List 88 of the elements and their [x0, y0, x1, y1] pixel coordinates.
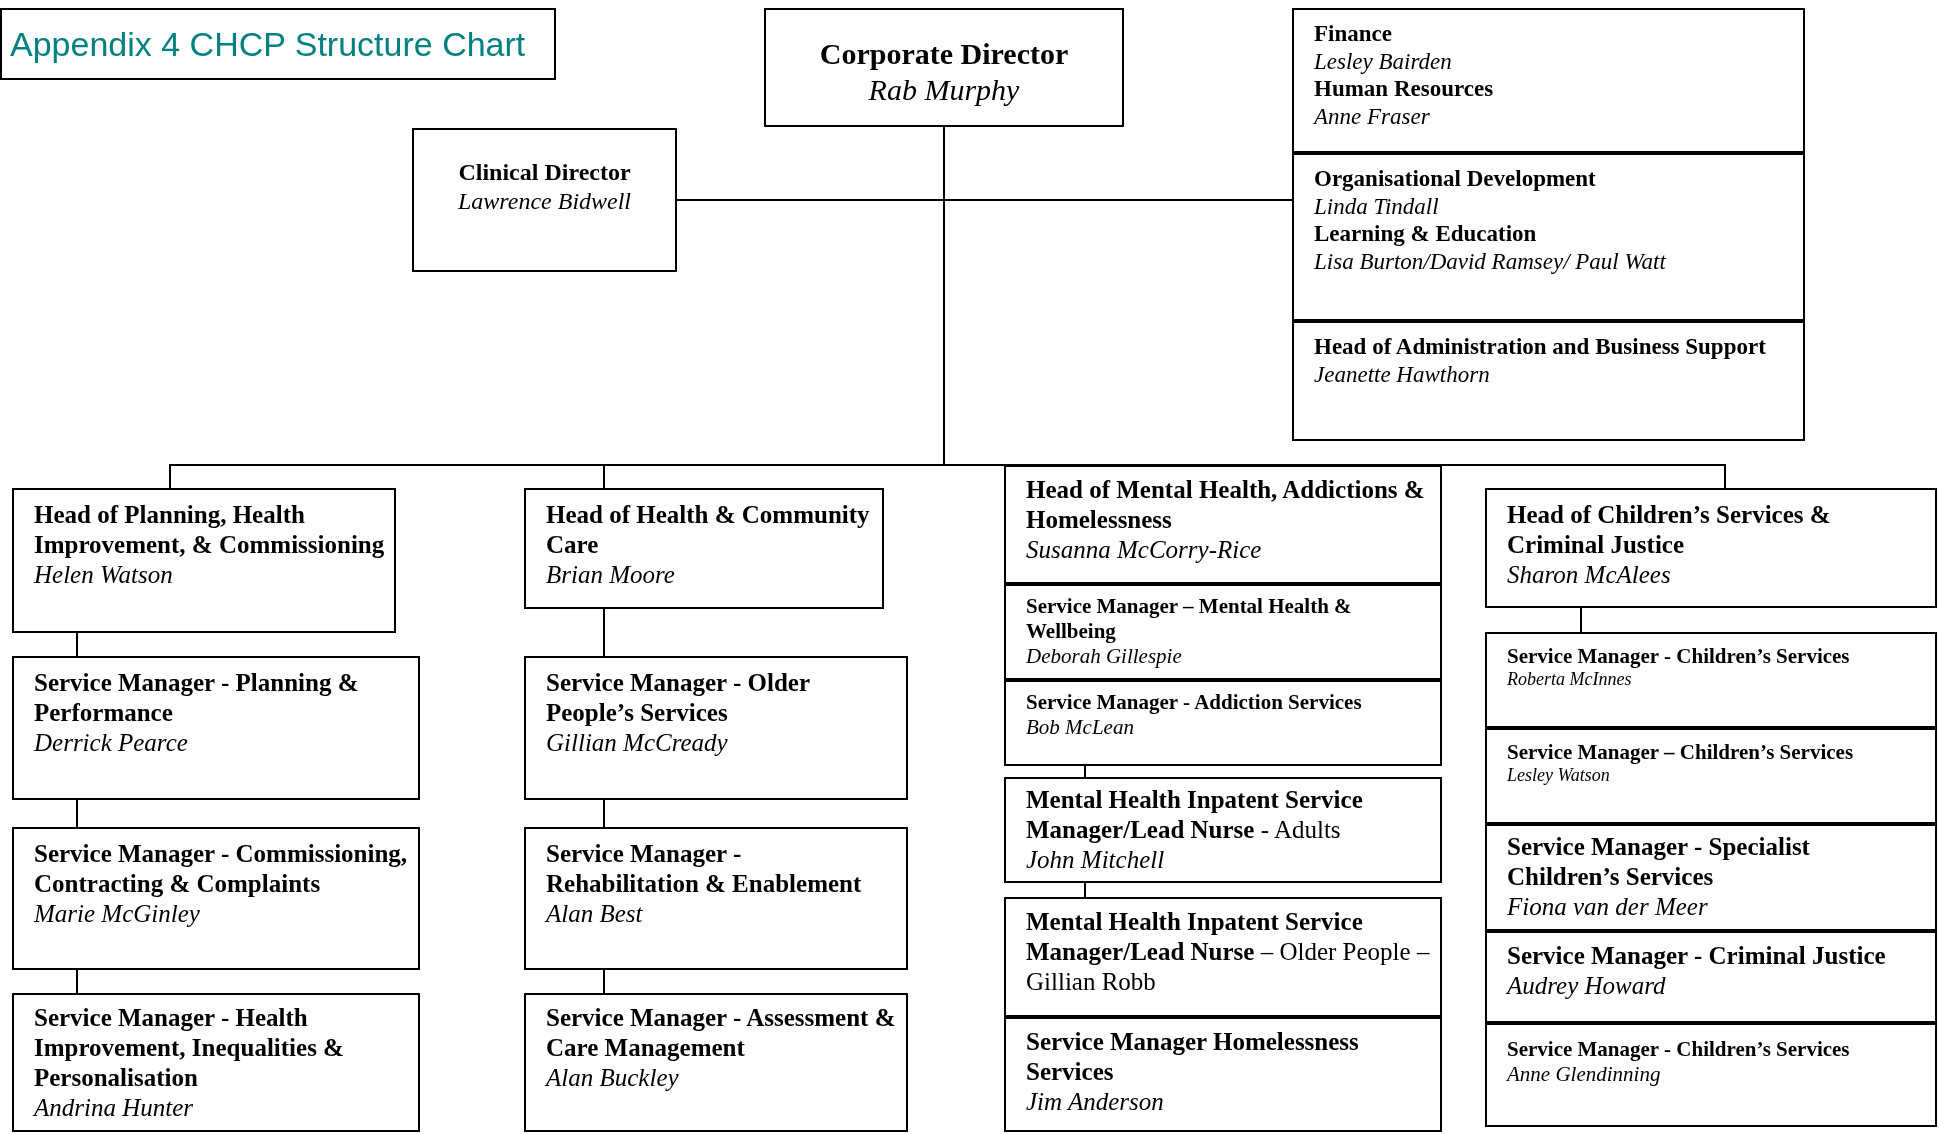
role-box — [764, 8, 1124, 127]
role-box — [1485, 632, 1937, 728]
connector-line — [603, 969, 605, 994]
role-box — [1004, 680, 1442, 766]
role-title: Organisational Development — [1314, 165, 1597, 193]
person-name: Sharon McAlees — [1507, 560, 1672, 590]
role-title: Service Manager - Assessment & Care Management — [546, 1003, 897, 1063]
role-box — [1004, 1017, 1442, 1132]
role-box — [524, 488, 884, 609]
person-name: Bob McLean — [1026, 715, 1135, 741]
role-title: Service Manager - Commissioning, Contracting & Complaints — [34, 839, 409, 899]
person-name: Jim Anderson — [1026, 1087, 1165, 1117]
chart-title: Appendix 4 CHCP Structure Chart — [10, 23, 526, 65]
role-title: Head of Children’s Services & Criminal Justice — [1507, 500, 1832, 560]
person-name: Fiona van der Meer — [1507, 892, 1709, 922]
role-title: Head of Mental Health, Addictions & Homelessness — [1026, 475, 1426, 535]
person-name: Alan Best — [546, 899, 644, 929]
role-box — [12, 488, 396, 633]
person-name: Audrey Howard — [1507, 971, 1667, 1001]
role-box — [1004, 584, 1442, 680]
connector-line — [1580, 607, 1582, 633]
role-box — [12, 656, 420, 800]
person-name: Lesley Bairden — [1314, 47, 1453, 76]
person-name: Marie McGinley — [34, 899, 201, 929]
role-box — [1485, 728, 1937, 824]
role-title: Corporate Director — [818, 36, 1070, 72]
person-name: Helen Watson — [34, 560, 174, 590]
connector-line — [603, 799, 605, 828]
role-title: Head of Health & Community Care — [546, 500, 871, 560]
role-box — [1292, 321, 1805, 441]
role-title: Service Manager - Rehabilitation & Enablement — [546, 839, 863, 899]
role-box — [1485, 488, 1937, 608]
role-title: Learning & Education — [1314, 220, 1538, 248]
person-name: Deborah Gillespie — [1026, 644, 1183, 670]
role-title: Service Manager - Children’s Services — [1507, 644, 1851, 670]
role-box — [524, 993, 908, 1132]
role-title: Head of Administration and Business Support — [1314, 333, 1767, 361]
connector-line — [603, 608, 605, 657]
person-name: Roberta McInnes — [1507, 669, 1633, 691]
person-name: John Mitchell — [1026, 845, 1166, 875]
role-box — [1004, 777, 1442, 883]
role-box — [1485, 824, 1937, 931]
person-name: Lisa Burton/David Ramsey/ Paul Watt — [1314, 247, 1668, 276]
role-title: Finance — [1314, 20, 1393, 48]
person-name: Brian Moore — [546, 560, 676, 590]
role-title: Head of Planning, Health Improvement, & Commissioning — [34, 500, 386, 560]
role-title: Service Manager - Addiction Services — [1026, 690, 1363, 716]
person-name: Gillian McCready — [546, 728, 729, 758]
person-name: Lawrence Bidwell — [456, 186, 633, 216]
connector-line — [1084, 765, 1086, 778]
role-title: Service Manager - Children’s Services — [1507, 1037, 1851, 1063]
role-text: Mental Health Inpatent Service Manager/Lead Nurse - Adults — [1026, 785, 1364, 845]
role-box — [1292, 153, 1805, 321]
role-box — [1485, 1023, 1937, 1127]
role-title: Service Manager – Children’s Services — [1507, 740, 1855, 766]
role-title: Service Manager - Criminal Justice — [1507, 941, 1887, 971]
role-box — [524, 656, 908, 800]
role-box — [1004, 465, 1442, 584]
person-name: Andrina Hunter — [34, 1093, 195, 1123]
person-name: Anne Glendinning — [1507, 1062, 1662, 1088]
role-title: Service Manager – Mental Health & Wellbeing — [1026, 594, 1353, 645]
person-name: Linda Tindall — [1314, 192, 1440, 221]
role-box — [1292, 8, 1805, 153]
role-text: Mental Health Inpatent Service Manager/Lead Nurse – Older People – Gillian Robb — [1026, 907, 1431, 997]
role-box — [412, 128, 677, 272]
role-title: Service Manager Homelessness Services — [1026, 1027, 1360, 1087]
connector-line — [76, 799, 78, 828]
role-box — [524, 827, 908, 970]
person-name: Rab Murphy — [867, 72, 1021, 108]
connector-line — [76, 632, 78, 657]
role-title: Service Manager - Planning & Performance — [34, 668, 360, 728]
role-title: Human Resources — [1314, 75, 1495, 103]
person-name: Anne Fraser — [1314, 102, 1431, 131]
role-box — [1004, 897, 1442, 1017]
role-box — [1485, 931, 1937, 1023]
connector-line — [76, 969, 78, 994]
role-title: Service Manager - Specialist Children’s Services — [1507, 832, 1811, 892]
person-name: Lesley Watson — [1507, 765, 1611, 787]
role-title: Service Manager - Health Improvement, Inequalities & Personalisation — [34, 1003, 345, 1093]
person-name: Susanna McCorry-Rice — [1026, 535, 1263, 565]
person-name: Alan Buckley — [546, 1063, 680, 1093]
person-name: Derrick Pearce — [34, 728, 189, 758]
connector-line — [1084, 882, 1086, 898]
role-title: Clinical Director — [457, 158, 632, 187]
role-box — [12, 827, 420, 970]
person-name: Jeanette Hawthorn — [1314, 360, 1491, 389]
role-box — [12, 993, 420, 1132]
role-title: Service Manager - Older People’s Services — [546, 668, 811, 728]
